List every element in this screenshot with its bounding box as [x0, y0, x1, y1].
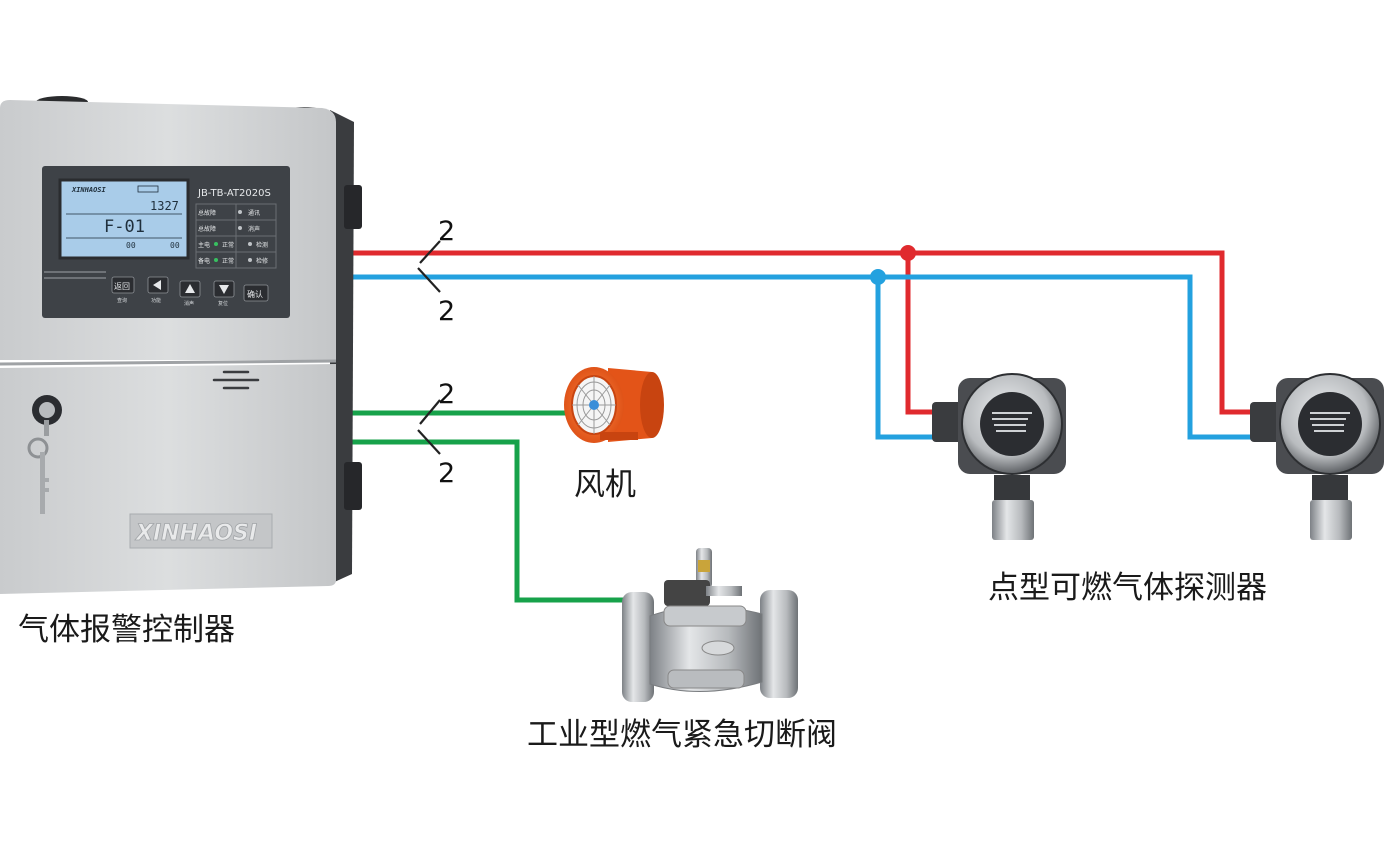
svg-text:通讯: 通讯 — [248, 209, 260, 217]
btn-back[interactable]: 返回 查询 — [111, 276, 135, 304]
fan-icon — [564, 367, 664, 443]
svg-text:正常: 正常 — [222, 241, 234, 249]
blue-junction-dot — [870, 269, 886, 285]
blue-wire-count: 2 — [438, 296, 455, 327]
fan-wire-count: 2 — [438, 379, 455, 410]
svg-text:检测: 检测 — [256, 241, 268, 249]
emergency-shutoff-valve-icon — [622, 548, 798, 702]
key-lock-icon — [27, 395, 62, 514]
svg-text:消声: 消声 — [248, 225, 260, 233]
valve-wire-count: 2 — [438, 458, 455, 489]
svg-text:总故障: 总故障 — [198, 209, 216, 217]
lcd-main-readout: F-01 — [104, 217, 145, 237]
embossed-brand: XINHAOSI — [134, 521, 257, 546]
svg-text:确认: 确认 — [247, 289, 263, 299]
svg-text:备电: 备电 — [198, 257, 210, 265]
gas-detector-1 — [932, 373, 1066, 540]
lcd-right-value: 00 — [170, 241, 180, 250]
btn-confirm[interactable]: 确认 — [243, 284, 269, 302]
lcd-brand: XINHAOSI — [71, 186, 107, 194]
red-junction-dot — [900, 245, 916, 261]
svg-text:正常: 正常 — [222, 257, 234, 265]
svg-text:消声: 消声 — [184, 300, 194, 307]
red-wire-count: 2 — [438, 216, 455, 247]
lcd-screen — [58, 178, 190, 260]
model-number: JB-TB-AT2020S — [197, 188, 271, 199]
svg-text:复位: 复位 — [218, 300, 228, 307]
blue-wire — [348, 274, 1258, 440]
gas-detector-2 — [1250, 373, 1384, 540]
valve-label: 工业型燃气紧急切断阀 — [527, 717, 837, 753]
green-wire-valve — [346, 439, 630, 603]
controller-label: 气体报警控制器 — [18, 612, 235, 648]
svg-text:返回: 返回 — [114, 282, 130, 291]
svg-text:主电: 主电 — [198, 241, 210, 249]
svg-text:功能: 功能 — [151, 297, 161, 304]
red-wire — [348, 250, 1258, 415]
up-arrow-icon — [185, 284, 195, 293]
fan-label: 风机 — [574, 467, 636, 503]
lcd-top-value: 1327 — [150, 199, 179, 213]
indicator-grid: 总故障 通讯 总故障 消声 主电 正常 检测 备电 正常 检修 — [195, 203, 277, 269]
svg-text:总故障: 总故障 — [198, 225, 216, 233]
btn-down[interactable]: 复位 — [213, 280, 235, 307]
svg-text:检修: 检修 — [256, 257, 268, 265]
btn-left[interactable]: 功能 — [147, 276, 169, 304]
down-arrow-icon — [219, 285, 229, 294]
lcd-left-value: 00 — [126, 241, 136, 250]
svg-text:查询: 查询 — [117, 297, 127, 304]
btn-up[interactable]: 消声 — [179, 280, 201, 307]
gas-alarm-controller: XINHAOSI 1327 F-01 00 00 JB-TB-AT2020S 总… — [0, 96, 362, 594]
wire-count-marks — [417, 240, 441, 455]
detector-label: 点型可燃气体探测器 — [988, 570, 1267, 606]
left-arrow-icon — [153, 280, 161, 290]
speaker-grille — [212, 370, 260, 390]
